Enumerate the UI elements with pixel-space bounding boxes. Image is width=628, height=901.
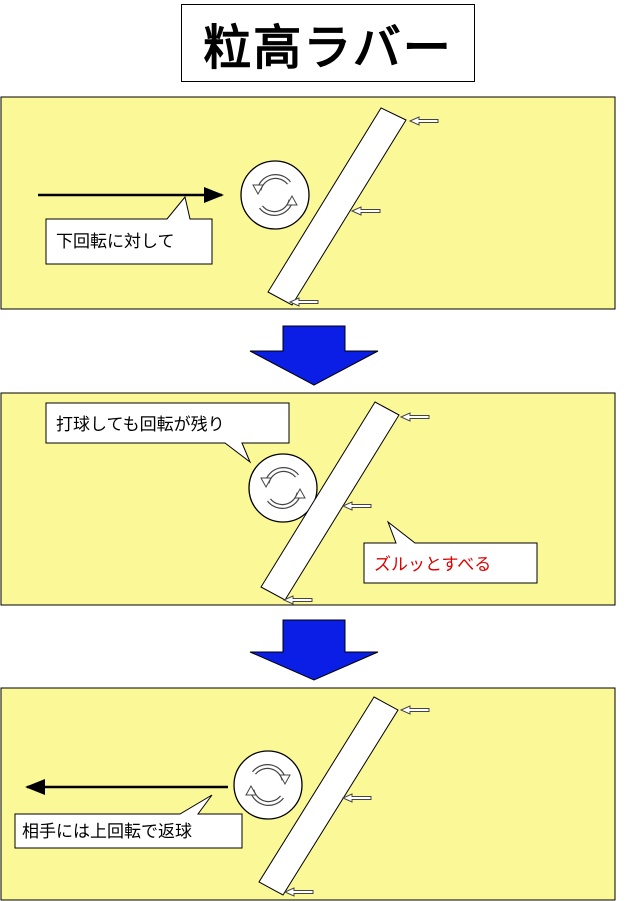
callout-1: 下回転に対して bbox=[45, 195, 213, 265]
flow-arrow-1 bbox=[249, 325, 379, 386]
panel-3 bbox=[0, 687, 616, 901]
title-box: 粒高ラバー bbox=[181, 4, 475, 82]
callout-3: ズルッとすべる bbox=[363, 520, 538, 584]
callout-4: 相手には上回転で返球 bbox=[14, 794, 243, 849]
page-title: 粒高ラバー bbox=[203, 20, 453, 76]
callout-2: 打球しても回転が残り bbox=[45, 402, 290, 464]
rubber-pimples bbox=[267, 107, 407, 306]
callout-2-text: 打球しても回転が残り bbox=[56, 415, 225, 435]
ball-topspin bbox=[234, 751, 302, 819]
callout-3-text: ズルッとすべる bbox=[374, 555, 491, 575]
flow-arrow-2 bbox=[249, 619, 379, 681]
rubber-pimples bbox=[258, 696, 399, 896]
ball-backspin bbox=[241, 161, 309, 229]
callout-1-text: 下回転に対して bbox=[56, 232, 175, 252]
callout-4-text: 相手には上回転で返球 bbox=[22, 822, 192, 842]
